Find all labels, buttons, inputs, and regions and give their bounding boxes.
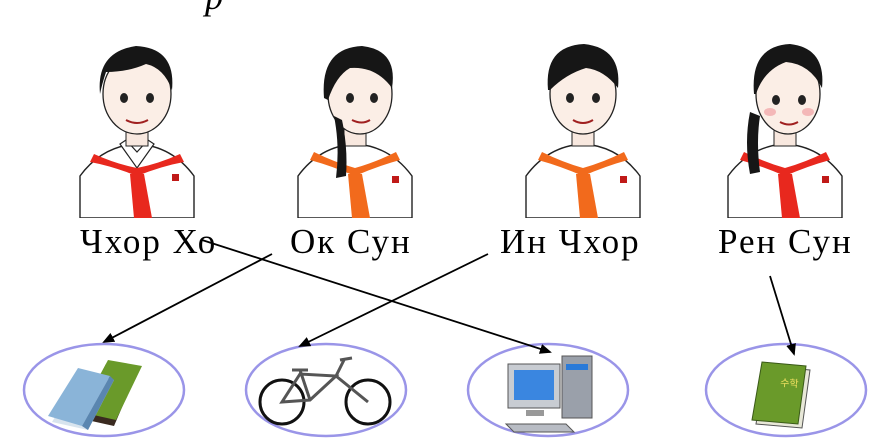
computer-icon[interactable] [462,330,634,440]
bicycle-icon[interactable] [240,330,412,440]
arrow-ren-sun-to-math-book [769,275,796,356]
portrait-in-chkhor [525,44,641,218]
arrow-in-chkhor-to-bicycle [298,253,489,347]
portrait-chkhor-kho [79,46,195,218]
portrait-ok-sun [297,46,413,218]
books-icon[interactable] [18,330,190,440]
math-book-icon[interactable]: 수학 [700,330,870,440]
partial-title-text: p [205,0,223,18]
name-ok-sun: Ок Сун [290,222,412,261]
name-chkhor-kho: Чхор Хо [80,222,218,261]
arrow-ok-sun-to-books [102,253,273,343]
name-ren-sun: Рен Сун [718,222,853,261]
math-book-label: 수학 [780,377,799,390]
arrow-chkhor-kho-to-computer [201,239,552,354]
name-in-chkhor: Ин Чхор [500,222,641,261]
portrait-ren-sun [727,44,843,218]
